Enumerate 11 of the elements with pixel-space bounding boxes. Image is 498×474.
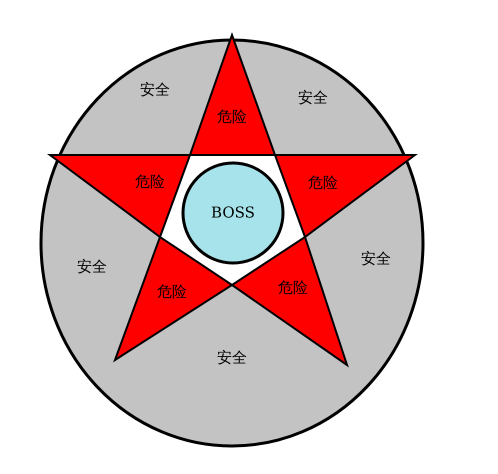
region-label: 危险 [157, 284, 187, 300]
region-label: 危险 [278, 280, 308, 296]
region-label: 危险 [308, 176, 338, 190]
region-label: 安全 [298, 90, 328, 106]
region-label: 安全 [361, 252, 391, 266]
center-label: BOSS [211, 206, 255, 220]
region-label: 安全 [217, 350, 247, 366]
region-label: 危险 [217, 110, 247, 124]
region-label: 安全 [77, 260, 107, 274]
region-label: 危险 [135, 174, 165, 190]
region-label: 安全 [140, 82, 170, 98]
